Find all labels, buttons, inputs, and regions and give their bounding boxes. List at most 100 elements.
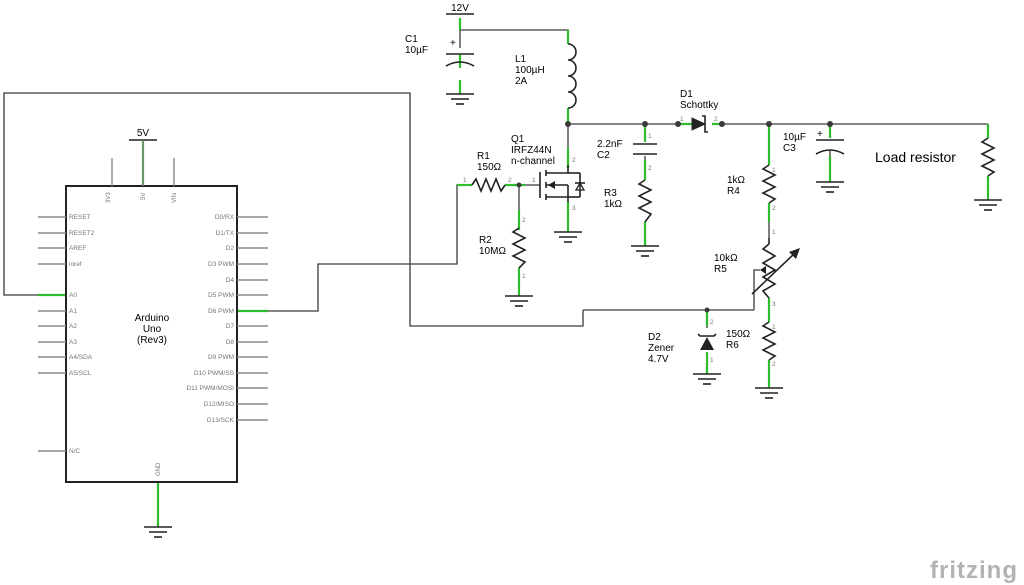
power-12v: 12V <box>446 3 474 15</box>
arduino-pin-a2: A2 <box>69 323 77 330</box>
arduino-pin-a1: A1 <box>69 308 77 315</box>
r6-value: 150Ω <box>726 329 751 340</box>
r4-pin-number: 2 <box>772 205 776 212</box>
arduino-pin-d12-miso: D12/MISO <box>204 401 234 408</box>
c1-plus-sign: + <box>450 38 456 49</box>
l1-ref: L1 <box>515 54 527 65</box>
q1-type: n-channel <box>511 156 555 167</box>
q1-part: IRFZ44N <box>511 145 552 156</box>
pin-numbers: 1 2 2 1 1 2 3 1 2 1 2 1 3 1 2 2 1 1 2 <box>463 116 776 368</box>
r4-ref: R4 <box>727 186 740 197</box>
d1-ref: D1 <box>680 89 693 100</box>
arduino-pin-d0-rx: D0/RX <box>215 214 235 221</box>
load-resistor-label: Load resistor <box>875 149 956 165</box>
arduino-pin-aref: AREF <box>69 245 86 252</box>
mosfet-q1: Q1 IRFZ44N n-channel <box>511 134 586 202</box>
arduino-pin-d7: D7 <box>226 323 235 330</box>
power-5v-label: 5V <box>137 128 150 139</box>
ground-c3 <box>816 181 844 193</box>
c1-value: 10µF <box>405 45 428 56</box>
r6-pin-number: 2 <box>772 361 776 368</box>
arduino-uno: Arduino Uno (Rev3) 3V3 5V VIN GND RESET … <box>38 140 268 483</box>
arduino-pin-d10-pwm-ss: D10 PWM/SS <box>194 370 235 377</box>
inductor-l1: L1 100µH 2A <box>515 43 577 109</box>
ground-q1 <box>554 231 582 243</box>
resistor-r3: R3 1kΩ <box>604 179 653 223</box>
arduino-pin-a3: A3 <box>69 339 77 346</box>
arduino-pin-d5-pwm: D5 PWM <box>208 292 234 299</box>
r1-pin-number: 1 <box>463 177 467 184</box>
ground-r2 <box>505 295 533 307</box>
arduino-pin-a5-scl: A5/SCL <box>69 370 92 377</box>
d2-pin-number: 1 <box>710 357 714 364</box>
power-12v-label: 12V <box>451 3 469 14</box>
resistor-r6: 150Ω R6 <box>726 321 777 361</box>
l1-rating: 2A <box>515 76 528 87</box>
r1-value: 150Ω <box>477 162 502 173</box>
arduino-pin-reset: RESET <box>69 214 91 221</box>
q1-pin-number: 2 <box>572 157 576 164</box>
capacitor-c2: 2.2nF C2 <box>597 139 657 161</box>
r5-ref: R5 <box>714 264 727 275</box>
ground-r6 <box>755 387 783 399</box>
arduino-pin-d6-pwm: D6 PWM <box>208 308 234 315</box>
potentiometer-r5: 10kΩ R5 <box>714 238 800 299</box>
arduino-pin-d9-pwm: D9 PWM <box>208 354 234 361</box>
arduino-name: Arduino <box>135 313 170 324</box>
ground-arduino <box>144 526 172 538</box>
r3-ref: R3 <box>604 188 617 199</box>
d1-type: Schottky <box>680 100 718 111</box>
q1-pin-number: 3 <box>572 205 576 212</box>
ground-d2 <box>693 373 721 385</box>
r6-ref: R6 <box>726 340 739 351</box>
ground-c1 <box>446 93 474 105</box>
r2-pin-number: 2 <box>522 217 526 224</box>
ground-load <box>974 199 1002 211</box>
r2-value: 10MΩ <box>479 246 506 257</box>
r5-value: 10kΩ <box>714 253 738 264</box>
arduino-pin-d2: D2 <box>226 245 235 252</box>
arduino-rev: (Rev3) <box>137 335 167 346</box>
arduino-pin-gnd: GND <box>156 462 162 476</box>
capacitor-c1: + C1 10µF <box>405 34 475 67</box>
d1-pin-number: 2 <box>714 116 718 123</box>
l1-value: 100µH <box>515 65 545 76</box>
arduino-pin-nc: N/C <box>69 448 81 455</box>
arduino-pin-a4-sda: A4/SDA <box>69 354 93 361</box>
c2-pin-number: 1 <box>648 133 652 140</box>
load-resistor: Load resistor <box>875 137 996 177</box>
c1-ref: C1 <box>405 34 418 45</box>
q1-pin-number: 1 <box>532 177 536 184</box>
arduino-pin-d13-sck: D13/SCK <box>207 417 235 424</box>
arduino-pin-a0: A0 <box>69 292 77 299</box>
r2-ref: R2 <box>479 235 492 246</box>
capacitor-c3: + 10µF C3 <box>783 129 845 155</box>
c2-ref: C2 <box>597 150 610 161</box>
arduino-model: Uno <box>143 324 162 335</box>
arduino-pin-d11-pwm-mosi: D11 PWM/MOSI <box>186 385 234 392</box>
zener-diode-d2: D2 Zener 4.7V <box>648 332 717 365</box>
connected-pin-highlights <box>38 18 990 527</box>
r5-pin-number: 3 <box>772 301 776 308</box>
arduino-pin-d3-pwm: D3 PWM <box>208 261 234 268</box>
d1-pin-number: 1 <box>680 116 684 123</box>
arduino-pin-ioref: ioref <box>69 261 82 268</box>
arduino-pin-d1-tx: D1/TX <box>216 230 235 237</box>
resistor-r1: R1 150Ω <box>471 151 506 194</box>
arduino-pin-vin: VIN <box>172 193 178 203</box>
r5-pin-number: 1 <box>772 229 776 236</box>
r1-ref: R1 <box>477 151 490 162</box>
r4-pin-number: 1 <box>772 167 776 174</box>
r1-pin-number: 2 <box>508 177 512 184</box>
d2-ref: D2 <box>648 332 661 343</box>
c2-value: 2.2nF <box>597 139 623 150</box>
d2-value: 4.7V <box>648 354 669 365</box>
power-5v: 5V <box>129 128 157 141</box>
resistor-r4: 1kΩ R4 <box>727 164 777 204</box>
c3-value: 10µF <box>783 132 806 143</box>
r2-pin-number: 1 <box>522 273 526 280</box>
arduino-pin-d4: D4 <box>226 277 235 284</box>
junction-dots <box>516 121 833 313</box>
ground-r3 <box>631 245 659 257</box>
